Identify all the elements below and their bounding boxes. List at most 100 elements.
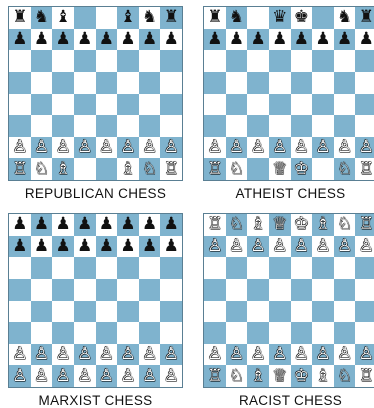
white-queen-icon: ♕ — [272, 161, 287, 178]
board-square: ♟ — [117, 236, 139, 258]
board-square — [139, 115, 161, 137]
black-pawn-icon: ♟ — [34, 238, 49, 255]
board-square: ♙ — [269, 344, 291, 366]
white-pawn-icon: ♙ — [337, 139, 352, 156]
board-square: ♙ — [334, 137, 356, 159]
board-square: ♙ — [31, 365, 53, 387]
white-pawn-icon: ♙ — [77, 139, 92, 156]
board-square: ♖ — [355, 365, 374, 387]
black-pawn-icon: ♟ — [272, 31, 287, 48]
black-pawn-icon: ♟ — [12, 238, 27, 255]
board-square — [52, 279, 74, 301]
board-square: ♘ — [31, 158, 53, 180]
black-pawn-icon: ♟ — [120, 31, 135, 48]
board-square — [52, 301, 74, 323]
board-square: ♙ — [291, 344, 313, 366]
white-pawn-icon: ♙ — [272, 346, 287, 363]
board-square: ♙ — [334, 344, 356, 366]
board-square — [204, 115, 226, 137]
board-square: ♟ — [160, 214, 182, 236]
board-square — [139, 257, 161, 279]
caption-racist: RACIST CHESS — [203, 393, 374, 408]
board-square: ♙ — [312, 344, 334, 366]
board-square: ♗ — [247, 214, 269, 236]
white-pawn-icon: ♙ — [294, 346, 309, 363]
board-square — [31, 115, 53, 137]
white-pawn-icon: ♙ — [99, 139, 114, 156]
board-square: ♙ — [52, 365, 74, 387]
board-square — [160, 50, 182, 72]
board-square — [204, 257, 226, 279]
board-square — [334, 115, 356, 137]
board-square — [226, 322, 248, 344]
board-square: ♙ — [204, 344, 226, 366]
board-square: ♘ — [226, 214, 248, 236]
board-square — [74, 50, 96, 72]
black-rook-icon: ♜ — [207, 9, 222, 26]
board-square — [291, 301, 313, 323]
board-square: ♛ — [269, 7, 291, 29]
board-square — [74, 257, 96, 279]
board-square — [312, 94, 334, 116]
board-square — [96, 50, 118, 72]
board-square: ♟ — [139, 214, 161, 236]
board-square: ♟ — [52, 29, 74, 51]
board-square: ♗ — [312, 365, 334, 387]
board-square — [96, 115, 118, 137]
board-square: ♙ — [247, 344, 269, 366]
board-square — [31, 94, 53, 116]
board-square: ♙ — [269, 236, 291, 258]
white-pawn-icon: ♙ — [359, 238, 374, 255]
white-rook-icon: ♖ — [164, 161, 179, 178]
board-square: ♟ — [291, 29, 313, 51]
board-square — [355, 50, 374, 72]
board-square: ♙ — [355, 236, 374, 258]
board-square: ♙ — [74, 344, 96, 366]
white-pawn-icon: ♙ — [272, 238, 287, 255]
board-square — [269, 115, 291, 137]
white-pawn-icon: ♙ — [12, 346, 27, 363]
board-square: ♘ — [334, 214, 356, 236]
white-knight-icon: ♘ — [229, 161, 244, 178]
black-pawn-icon: ♟ — [55, 31, 70, 48]
black-knight-icon: ♞ — [34, 9, 49, 26]
board-square — [204, 279, 226, 301]
board-square — [52, 115, 74, 137]
board-square — [334, 72, 356, 94]
board-square: ♖ — [160, 158, 182, 180]
white-bishop-icon: ♗ — [315, 368, 330, 385]
board-square — [269, 72, 291, 94]
white-pawn-icon: ♙ — [142, 368, 157, 385]
board-square — [269, 301, 291, 323]
board-square — [226, 301, 248, 323]
board-square — [9, 50, 31, 72]
board-square — [312, 50, 334, 72]
black-pawn-icon: ♟ — [315, 31, 330, 48]
board-square — [334, 322, 356, 344]
board-square: ♝ — [52, 7, 74, 29]
board-square: ♙ — [312, 236, 334, 258]
board-square: ♟ — [355, 29, 374, 51]
board-square — [291, 279, 313, 301]
board-square: ♗ — [312, 214, 334, 236]
board-square — [96, 257, 118, 279]
white-pawn-icon: ♙ — [34, 368, 49, 385]
white-rook-icon: ♖ — [359, 216, 374, 233]
board-square — [96, 72, 118, 94]
board-square: ♟ — [9, 236, 31, 258]
white-pawn-icon: ♙ — [77, 346, 92, 363]
board-square: ♙ — [96, 137, 118, 159]
black-rook-icon: ♜ — [164, 9, 179, 26]
board-square — [117, 94, 139, 116]
board-square — [312, 115, 334, 137]
board-square — [31, 50, 53, 72]
board-square: ♖ — [355, 214, 374, 236]
black-pawn-icon: ♟ — [142, 216, 157, 233]
board-square — [31, 322, 53, 344]
board-square: ♙ — [139, 344, 161, 366]
board-square — [312, 301, 334, 323]
black-pawn-icon: ♟ — [164, 31, 179, 48]
board-square: ♜ — [355, 7, 374, 29]
white-pawn-icon: ♙ — [34, 346, 49, 363]
board-square — [74, 72, 96, 94]
